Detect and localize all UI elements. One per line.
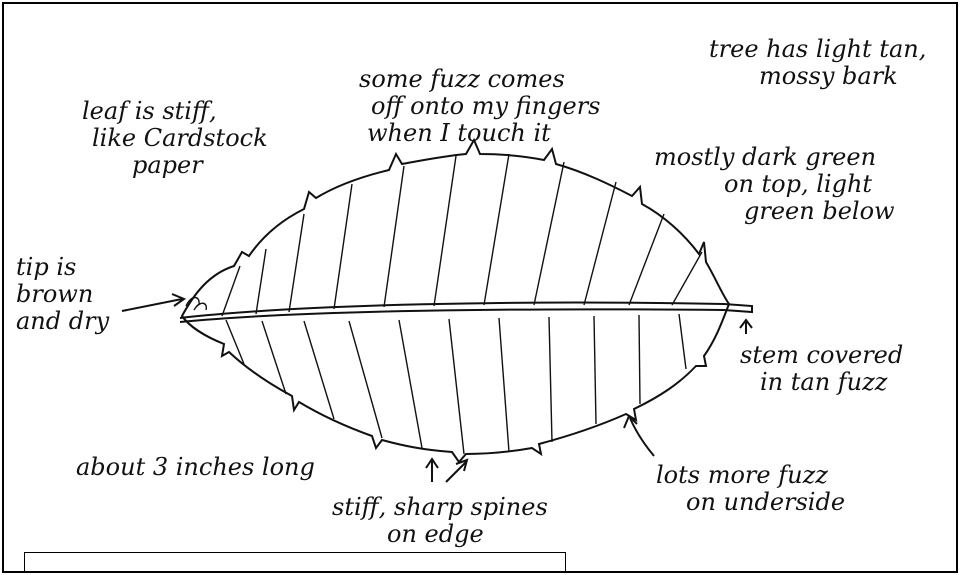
note-underside: lots more fuzz on underside [656, 462, 845, 516]
note-color: mostly dark green on top, light green be… [654, 144, 895, 225]
leaf-outline [182, 140, 729, 462]
note-length: about 3 inches long [76, 454, 315, 481]
note-stem: stem covered in tan fuzz [740, 342, 903, 396]
note-spines: stiff, sharp spines on edge [332, 494, 548, 548]
underside-arrow [630, 418, 654, 456]
tip-arrow [122, 299, 182, 311]
lower-veins [226, 314, 686, 454]
note-bark: tree has light tan, mossy bark [709, 36, 926, 90]
note-tip: tip is brown and dry [16, 254, 109, 335]
spine-arrow-2 [446, 462, 466, 482]
leaf-midrib [180, 303, 752, 322]
note-fuzz-fingers: some fuzz comes off onto my fingers when… [359, 66, 600, 147]
empty-text-box [24, 552, 566, 573]
upper-veins [222, 154, 702, 316]
note-leaf-stiff: leaf is stiff, like Cardstock paper [82, 98, 268, 179]
